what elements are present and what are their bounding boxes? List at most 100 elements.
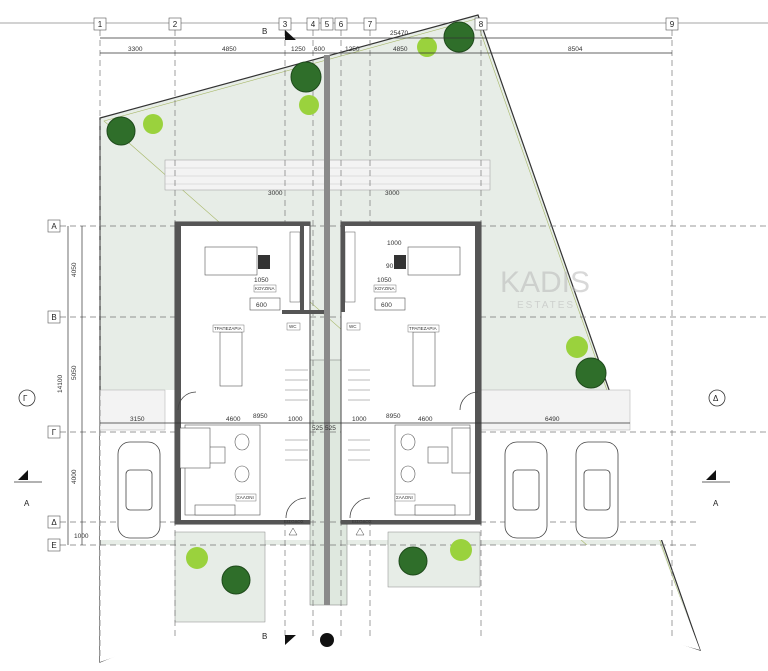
deck-right — [479, 389, 631, 431]
inner-dimensions: 3000 3000 1000 90 1050 1050 600 600 8950… — [100, 190, 630, 432]
grid-col-3: 3 — [283, 20, 288, 29]
dim-terrace-right: 3000 — [385, 190, 400, 197]
top-dimensions: 25470 3300 4850 1250 600 1250 4850 8504 — [100, 30, 672, 54]
section-arrow-icon — [285, 635, 296, 645]
grid-col-7: 7 — [368, 20, 373, 29]
grid-col-9: 9 — [670, 20, 675, 29]
label-dining-right: ΤΡΑΠΕΖΑΡΙΑ — [409, 326, 437, 331]
dim-left-4: 1000 — [74, 533, 89, 540]
shrub-icon — [450, 539, 472, 561]
cars — [117, 441, 619, 539]
label-living-left: ΣΑΛΟΝΙ — [237, 495, 254, 500]
coffee-table-right — [427, 446, 449, 464]
section-arrow-icon — [18, 470, 28, 480]
dim-overall-width: 25470 — [390, 30, 408, 37]
cooktop-left — [258, 255, 270, 269]
stairs-right — [348, 369, 370, 461]
dim-living-left: 4600 — [226, 416, 241, 423]
section-marker-icon — [320, 633, 334, 647]
label-kitchen-left: ΚΟΥΖΙΝΑ — [255, 286, 274, 291]
dim-top-7: 8504 — [568, 46, 583, 53]
dim-parking-left: 3150 — [130, 416, 145, 423]
dim-counter-right: 1050 — [377, 277, 392, 284]
dim-left-1: 4050 — [71, 262, 78, 277]
section-a-right: A — [713, 499, 719, 508]
watermark-logo: KADIS — [500, 266, 590, 299]
section-arrow-icon — [706, 470, 716, 480]
trees — [106, 21, 607, 595]
dim-top-5: 1250 — [345, 46, 360, 53]
grid-col-1: 1 — [98, 20, 103, 29]
dim-depth-left: 8950 — [253, 413, 268, 420]
grid-col-5: 5 — [325, 20, 330, 29]
label-kitchen-right: ΚΟΥΖΙΝΑ — [375, 286, 394, 291]
dining-table-right — [412, 331, 436, 387]
dim-left-overall: 14100 — [57, 375, 64, 393]
dim-stair-right: 1000 — [352, 416, 367, 423]
room-labels: ΚΟΥΖΙΝΑ ΚΟΥΖΙΝΑ ΤΡΑΠΕΖΑΡΙΑ ΤΡΑΠΕΖΑΡΙΑ WC… — [212, 284, 440, 536]
dim-depth-right: 8950 — [386, 413, 401, 420]
dim-bar-right: 600 — [381, 302, 392, 309]
tree-icon — [398, 546, 428, 576]
grid-column-labels: 1 2 3 4 5 6 7 8 9 — [93, 17, 679, 31]
watermark-sub: ESTATES — [517, 300, 575, 311]
shrub-icon — [417, 37, 437, 57]
section-markers: B B A A Γ Δ — [14, 27, 730, 647]
shrub-icon — [143, 114, 163, 134]
dim-left-3: 4000 — [71, 469, 78, 484]
dim-left-2: 5050 — [71, 365, 78, 380]
section-b-top: B — [262, 27, 267, 36]
front-garden-left — [174, 531, 266, 623]
dim-wall-b: 525 — [325, 425, 336, 432]
shrub-icon — [566, 336, 588, 358]
grid-col-8: 8 — [479, 20, 484, 29]
tree-icon — [443, 21, 475, 53]
section-arrow-icon — [285, 30, 296, 40]
house-left — [174, 221, 330, 525]
grid-row-delta: Δ — [51, 518, 57, 527]
dim-living-right: 4600 — [418, 416, 433, 423]
grid-row-labels: A B Γ Δ E — [47, 219, 61, 552]
deck-left — [99, 389, 166, 431]
tree-icon — [575, 357, 607, 389]
grid-col-6: 6 — [339, 20, 344, 29]
kitchen-island-left — [204, 246, 258, 276]
stairs-left — [285, 369, 308, 461]
label-entrance-left: ΕΙΣΟΔΟΣ — [284, 519, 304, 524]
party-wall — [324, 55, 330, 605]
label-wc-left: WC — [289, 324, 297, 329]
dim-counter-left: 1050 — [254, 277, 269, 284]
tree-icon — [106, 116, 136, 146]
grid-col-2: 2 — [173, 20, 178, 29]
grid-col-4: 4 — [311, 20, 316, 29]
section-delta-right: Δ — [713, 394, 719, 403]
dim-terrace-left: 3000 — [268, 190, 283, 197]
section-a-left: A — [24, 499, 30, 508]
dim-top-2: 4850 — [222, 46, 237, 53]
dim-bar-left: 600 — [256, 302, 267, 309]
dim-top-6: 4850 — [393, 46, 408, 53]
kitchen-island-right — [407, 246, 461, 276]
door-swing-icon — [349, 497, 371, 519]
grid-row-b: B — [51, 313, 56, 322]
dim-top-3: 1250 — [291, 46, 306, 53]
door-swing-icon — [285, 497, 307, 519]
left-dimensions: 4050 5050 14100 4000 1000 — [57, 226, 89, 545]
section-marker-icon — [708, 389, 726, 407]
dim-stair-left: 1000 — [288, 416, 303, 423]
label-entrance-right: ΕΙΣΟΔΟΣ — [352, 519, 372, 524]
sofa-left — [179, 427, 211, 469]
dim-top-4: 600 — [314, 46, 325, 53]
sofa-right — [451, 427, 471, 474]
dim-top-1: 3300 — [128, 46, 143, 53]
dim-parking-right: 6490 — [545, 416, 560, 423]
grid-row-e: E — [51, 541, 56, 550]
section-b-bottom: B — [262, 632, 267, 641]
door-swing-icon — [177, 391, 197, 411]
dim-kitchen-right-top: 1000 — [387, 240, 402, 247]
label-wc-right: WC — [349, 324, 357, 329]
label-dining-left: ΤΡΑΠΕΖΑΡΙΑ — [214, 326, 242, 331]
entrance-arrow-icon — [355, 527, 365, 536]
grid-row-a: A — [51, 222, 57, 231]
